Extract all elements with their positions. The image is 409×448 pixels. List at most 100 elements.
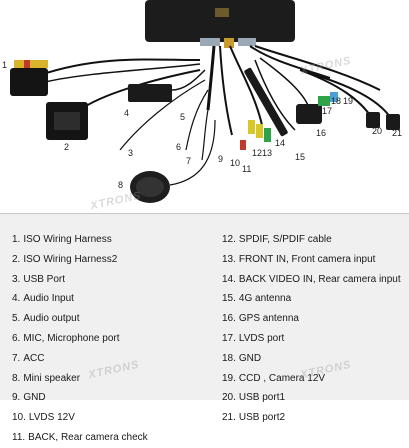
list-item: 15.4G antenna xyxy=(222,289,407,309)
head-unit-connector xyxy=(200,38,220,46)
item-label: BACK, Rear camera check xyxy=(28,431,148,443)
item-number: 14. xyxy=(222,273,236,285)
item-number: 4. xyxy=(12,293,21,305)
list-item: 6.MIC, Microphone port xyxy=(12,329,212,349)
item-number: 21. xyxy=(222,412,236,424)
item-number: 17. xyxy=(222,332,236,344)
callouts: 1 2 3 4 5 6 7 8 9 10 11 12 13 14 15 16 1… xyxy=(2,60,402,190)
item-number: 19. xyxy=(222,372,236,384)
cable-bundle xyxy=(219,45,233,136)
cable xyxy=(169,119,216,186)
callout-2: 2 xyxy=(64,142,69,152)
item-number: 3. xyxy=(12,273,21,285)
list-item: 21.USB port2 xyxy=(222,408,407,428)
callout-1: 1 xyxy=(2,60,7,70)
list-item: 2.ISO Wiring Harness2 xyxy=(12,250,212,270)
item-label: SPDIF, S/PDIF cable xyxy=(238,234,332,245)
cable-bundle xyxy=(206,45,216,111)
usb-port-2 xyxy=(386,114,400,130)
item-label: BACK VIDEO IN, Rear camera input xyxy=(238,273,401,285)
item-number: 12. xyxy=(222,234,236,245)
iso-harness-1-wires xyxy=(24,60,30,68)
callout-5: 5 xyxy=(180,112,185,122)
item-label: USB Port xyxy=(23,273,66,285)
item-number: 20. xyxy=(222,392,236,404)
callout-9: 9 xyxy=(218,154,223,164)
list-item: 17.LVDS port xyxy=(222,329,407,349)
callout-17: 17 xyxy=(322,106,332,116)
4g-antenna xyxy=(244,67,288,137)
cable xyxy=(185,89,209,151)
list-item: 1.ISO Wiring Harness xyxy=(12,230,212,250)
usb-port-1 xyxy=(366,112,380,128)
item-label: Mini speaker xyxy=(23,372,81,384)
head-unit-connector xyxy=(224,38,234,48)
list-item: 7.ACC xyxy=(12,349,212,369)
callout-15: 15 xyxy=(295,152,305,162)
cable xyxy=(39,58,201,76)
iso-harness-2-port xyxy=(54,112,80,130)
callout-3: 3 xyxy=(128,148,133,158)
lvds-port xyxy=(318,96,330,106)
callout-11: 11 xyxy=(242,164,251,174)
item-label: GPS antenna xyxy=(238,313,299,325)
item-label: 4G antenna xyxy=(238,293,292,305)
head-unit xyxy=(145,0,295,42)
list-item: 14.BACK VIDEO IN, Rear camera input xyxy=(222,270,407,290)
head-unit-connector xyxy=(238,38,256,46)
lvds-port xyxy=(330,92,338,102)
cable xyxy=(254,59,296,131)
list-item: 11.BACK, Rear camera check xyxy=(12,428,212,448)
cable-bundle xyxy=(254,45,381,91)
item-label: ISO Wiring Harness xyxy=(23,234,112,245)
cable xyxy=(44,63,201,83)
rca-connector xyxy=(256,124,263,138)
callout-21: 21 xyxy=(392,128,402,138)
callout-13: 13 xyxy=(262,148,272,158)
item-number: 11. xyxy=(12,431,26,443)
iso-harness-1-wires xyxy=(14,60,48,68)
item-label: USB port1 xyxy=(238,392,286,404)
item-number: 8. xyxy=(12,372,21,384)
item-label: GND xyxy=(238,352,262,364)
callout-18: 18 xyxy=(331,96,341,106)
callout-6: 6 xyxy=(176,142,181,152)
item-label: ACC xyxy=(23,352,45,364)
audio-input-box xyxy=(128,84,172,102)
item-label: LVDS port xyxy=(238,332,285,344)
item-number: 7. xyxy=(12,352,21,364)
mini-speaker-grill xyxy=(136,177,164,197)
item-label: ISO Wiring Harness2 xyxy=(23,253,118,265)
gps-antenna xyxy=(296,104,322,124)
callout-7: 7 xyxy=(186,156,191,166)
item-number: 6. xyxy=(12,332,21,344)
item-number: 1. xyxy=(12,234,21,245)
list-item: 18.GND xyxy=(222,349,407,369)
cable xyxy=(171,69,206,91)
item-label: MIC, Microphone port xyxy=(23,332,120,344)
cable-bundle xyxy=(229,45,263,126)
callout-20: 20 xyxy=(372,126,382,136)
parts-legend: 1.ISO Wiring Harness 2.ISO Wiring Harnes… xyxy=(0,213,409,443)
cable-bundle xyxy=(249,45,331,79)
iso-harness-1 xyxy=(10,68,48,96)
item-number: 13. xyxy=(222,253,236,265)
list-item: 8.Mini speaker xyxy=(12,369,212,389)
list-item: 13.FRONT IN, Front camera input xyxy=(222,250,407,270)
list-item: 20.USB port1 xyxy=(222,388,407,408)
list-item: 16.GPS antenna xyxy=(222,309,407,329)
list-item: 3.USB Port xyxy=(12,270,212,290)
item-label: LVDS 12V xyxy=(28,412,75,424)
list-item: 19.CCD , Camera 12V xyxy=(222,369,407,389)
rca-connector xyxy=(264,128,271,142)
item-label: Audio output xyxy=(23,313,80,325)
item-number: 10. xyxy=(12,412,26,424)
product-photo: 1 2 3 4 5 6 7 8 9 10 11 12 13 14 15 16 1… xyxy=(0,0,409,213)
rca-connector xyxy=(248,120,255,134)
list-item: 4.Audio Input xyxy=(12,289,212,309)
item-number: 9. xyxy=(12,392,21,404)
head-unit-label xyxy=(215,8,229,17)
callout-14: 14 xyxy=(275,138,285,148)
parts-list-right: 12.SPDIF, S/PDIF cable 13.FRONT IN, Fron… xyxy=(222,230,407,428)
rca-connector xyxy=(240,140,246,150)
